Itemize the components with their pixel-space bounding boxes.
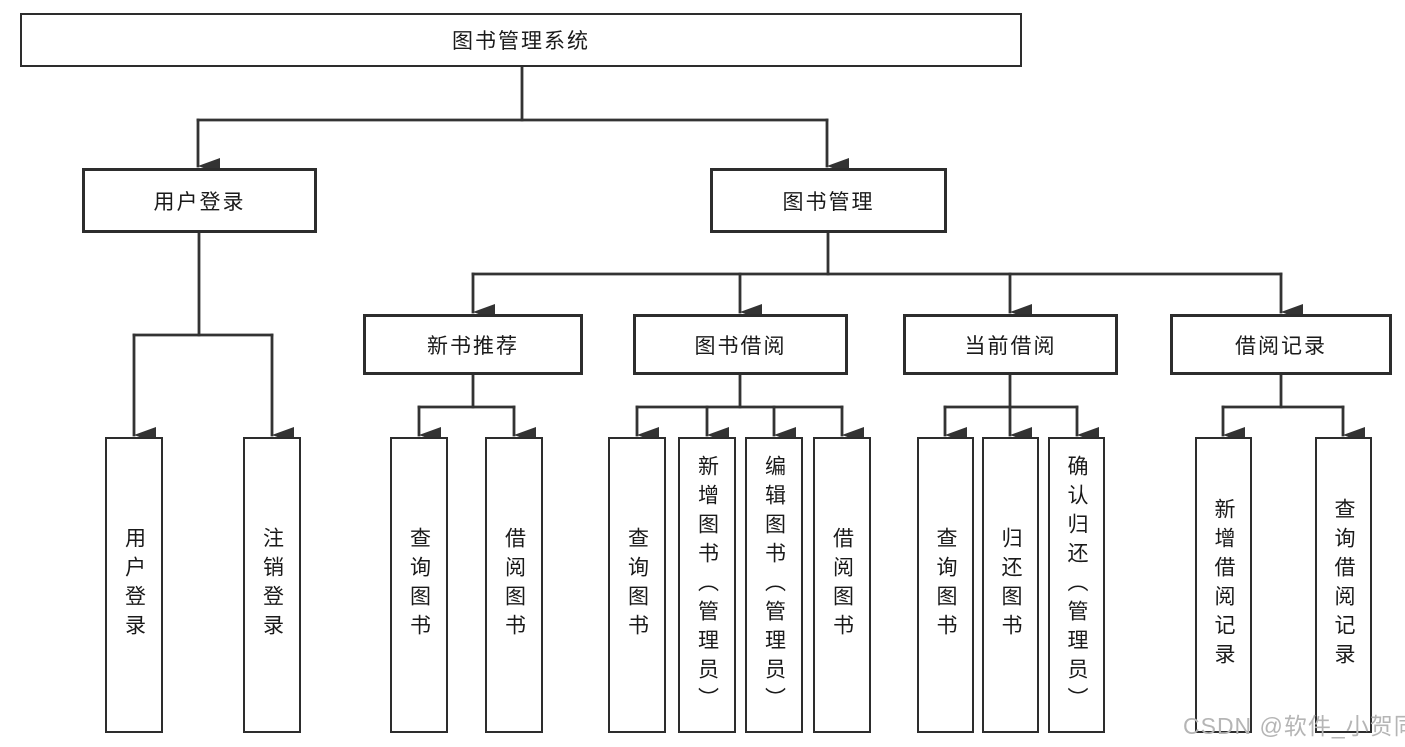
node-book-management: 图书管理 <box>710 168 947 233</box>
leaf-query-books-borrowing: 查询图书 <box>608 437 666 733</box>
leaf-query-borrow-record: 查询借阅记录 <box>1315 437 1372 733</box>
watermark-csdn: CSDN @软件_小贺同学 <box>1183 713 1405 739</box>
leaf-query-books-recommend: 查询图书 <box>390 437 448 733</box>
node-borrowing-records: 借阅记录 <box>1170 314 1392 375</box>
leaf-borrow-books-recommend: 借阅图书 <box>485 437 543 733</box>
node-library-management-system: 图书管理系统 <box>20 13 1022 67</box>
leaf-add-book-admin: 新增图书（管理员） <box>678 437 736 733</box>
leaf-user-login: 用户登录 <box>105 437 163 733</box>
node-book-borrowing: 图书借阅 <box>633 314 848 375</box>
leaf-edit-book-admin: 编辑图书（管理员） <box>745 437 803 733</box>
leaf-confirm-return-admin: 确认归还（管理员） <box>1048 437 1105 733</box>
leaf-logout: 注销登录 <box>243 437 301 733</box>
leaf-borrow-books-borrowing: 借阅图书 <box>813 437 871 733</box>
leaf-query-books-current: 查询图书 <box>917 437 974 733</box>
node-user-login: 用户登录 <box>82 168 317 233</box>
leaf-add-borrow-record: 新增借阅记录 <box>1195 437 1252 733</box>
node-new-book-recommendation: 新书推荐 <box>363 314 583 375</box>
node-current-borrowing: 当前借阅 <box>903 314 1118 375</box>
leaf-return-book: 归还图书 <box>982 437 1039 733</box>
